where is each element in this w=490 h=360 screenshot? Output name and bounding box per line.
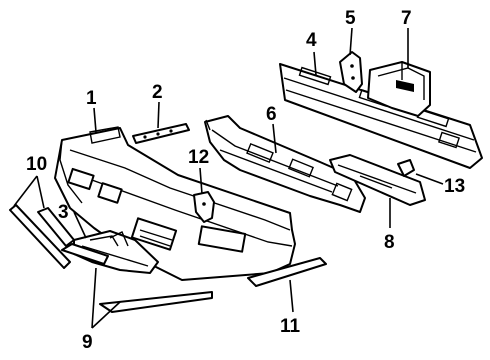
part-8-support xyxy=(329,154,426,206)
callout-2: 2 xyxy=(152,82,163,103)
part-6-foam xyxy=(204,115,366,213)
part-9-moldings xyxy=(61,243,213,313)
part-11-trim xyxy=(247,257,327,287)
callout-7: 7 xyxy=(401,8,412,29)
callout-5: 5 xyxy=(345,8,356,29)
part-13-clip xyxy=(397,159,415,177)
callout-9: 9 xyxy=(82,332,93,353)
callout-13: 13 xyxy=(444,176,465,197)
callout-10: 10 xyxy=(26,154,47,175)
callout-1: 1 xyxy=(86,88,97,109)
callout-8: 8 xyxy=(384,232,395,253)
callout-3: 3 xyxy=(58,202,69,223)
part-7-absorber xyxy=(367,61,431,117)
part-12-bracket xyxy=(193,191,215,223)
callout-12: 12 xyxy=(188,147,209,168)
part-4-reinforcement xyxy=(279,63,483,169)
part-10-moldings xyxy=(9,204,75,269)
part-5-bracket xyxy=(339,51,363,93)
callout-11: 11 xyxy=(280,316,301,337)
part-2-bracket xyxy=(132,123,190,144)
callout-4: 4 xyxy=(306,30,317,51)
callout-6: 6 xyxy=(266,104,277,125)
leader-lines xyxy=(13,27,444,329)
